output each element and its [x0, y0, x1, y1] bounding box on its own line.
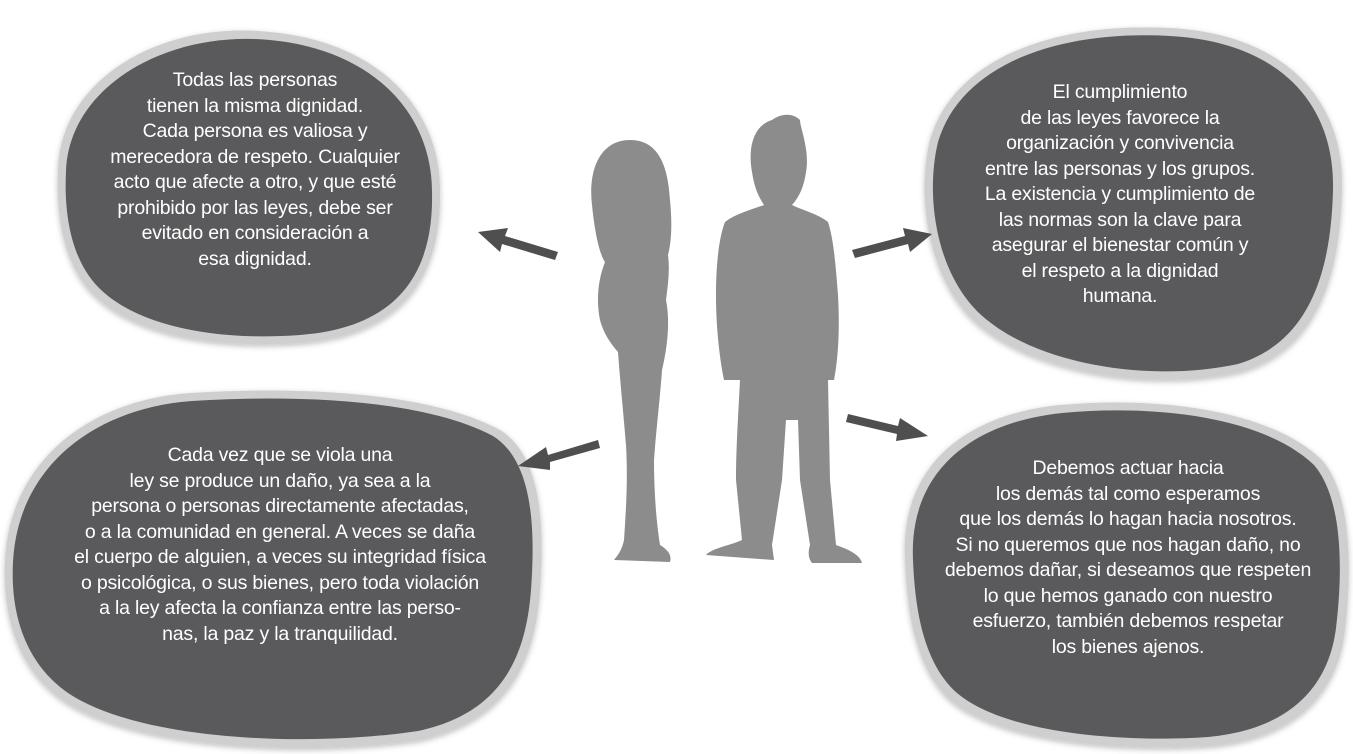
text-line: las normas son la clave para [998, 208, 1242, 231]
text-line: nas, la paz y la tranquilidad. [162, 622, 398, 645]
text-line: Debemos actuar hacia [1032, 457, 1224, 479]
bubble-bottom-left-text: Cada vez que se viola una ley se produce… [30, 443, 530, 647]
bubble-top-left-text: Todas las personas tienen la misma digni… [90, 68, 420, 272]
text-line: Cada persona es valiosa y [142, 120, 368, 142]
arrow-bottom-left [518, 440, 600, 470]
text-line: persona o personas directamente afectada… [91, 495, 469, 517]
text-line: ley se produce un daño, ya sea a la [129, 469, 431, 492]
text-line: humana. [1082, 285, 1158, 307]
text-line: o psicológica, o sus bienes, pero toda v… [81, 571, 479, 594]
text-line: los bienes ajenos. [1051, 635, 1205, 658]
text-line: el respeto a la dignidad [1021, 259, 1219, 282]
text-line: entre las personas y los grupos. [985, 157, 1255, 180]
text-line: Todas las personas [172, 69, 338, 91]
arrow-bottom-right [846, 414, 928, 441]
text-line: esa dignidad. [198, 247, 312, 270]
text-line: La existencia y cumplimiento de [984, 183, 1256, 205]
text-line: acto que afecte a otro, y que esté [113, 171, 397, 193]
text-line: el cuerpo de alguien, a veces su integri… [74, 546, 486, 568]
text-line: tienen la misma dignidad. [146, 94, 364, 117]
text-line: a la ley afecta la confianza entre las p… [99, 597, 461, 619]
text-line: Cada vez que se viola una [167, 444, 393, 466]
male-silhouette [706, 114, 862, 563]
text-line: El cumplimiento [1052, 81, 1188, 103]
text-line: esfuerzo, también debemos respetar [972, 610, 1284, 632]
arrow-top-right [852, 228, 932, 258]
arrow-top-left [478, 228, 558, 260]
text-line: los demás tal como esperamos [995, 482, 1261, 505]
bubble-top-left [57, 30, 441, 345]
bubble-top-right [924, 27, 1343, 380]
bubble-top-right-text: El cumplimiento de las leyes favorece la… [935, 80, 1305, 310]
text-line: organización y convivencia [1006, 132, 1234, 154]
text-line: de las leyes favorece la [1020, 106, 1220, 129]
text-line: que los demás lo hagan hacia nosotros. [959, 508, 1297, 530]
text-line: prohibido por las leyes, debe ser [117, 196, 393, 219]
bubble-bottom-right [904, 402, 1349, 748]
text-line: merecedora de respeto. Cualquier [110, 145, 400, 168]
text-line: evitado en consideración a [141, 222, 369, 244]
bubble-bottom-left [4, 390, 542, 749]
bubble-bottom-right-text: Debemos actuar hacia los demás tal como … [918, 456, 1338, 660]
text-line: Si no queremos que nos hagan daño, no [955, 533, 1301, 556]
text-line: o a la comunidad en general. A veces se … [84, 520, 476, 543]
text-line: asegurar el bienestar común y [991, 234, 1249, 256]
text-line: lo que hemos ganado con nuestro [983, 584, 1273, 607]
female-silhouette [591, 140, 672, 562]
text-line: debemos dañar, si deseamos que respeten [944, 559, 1312, 581]
